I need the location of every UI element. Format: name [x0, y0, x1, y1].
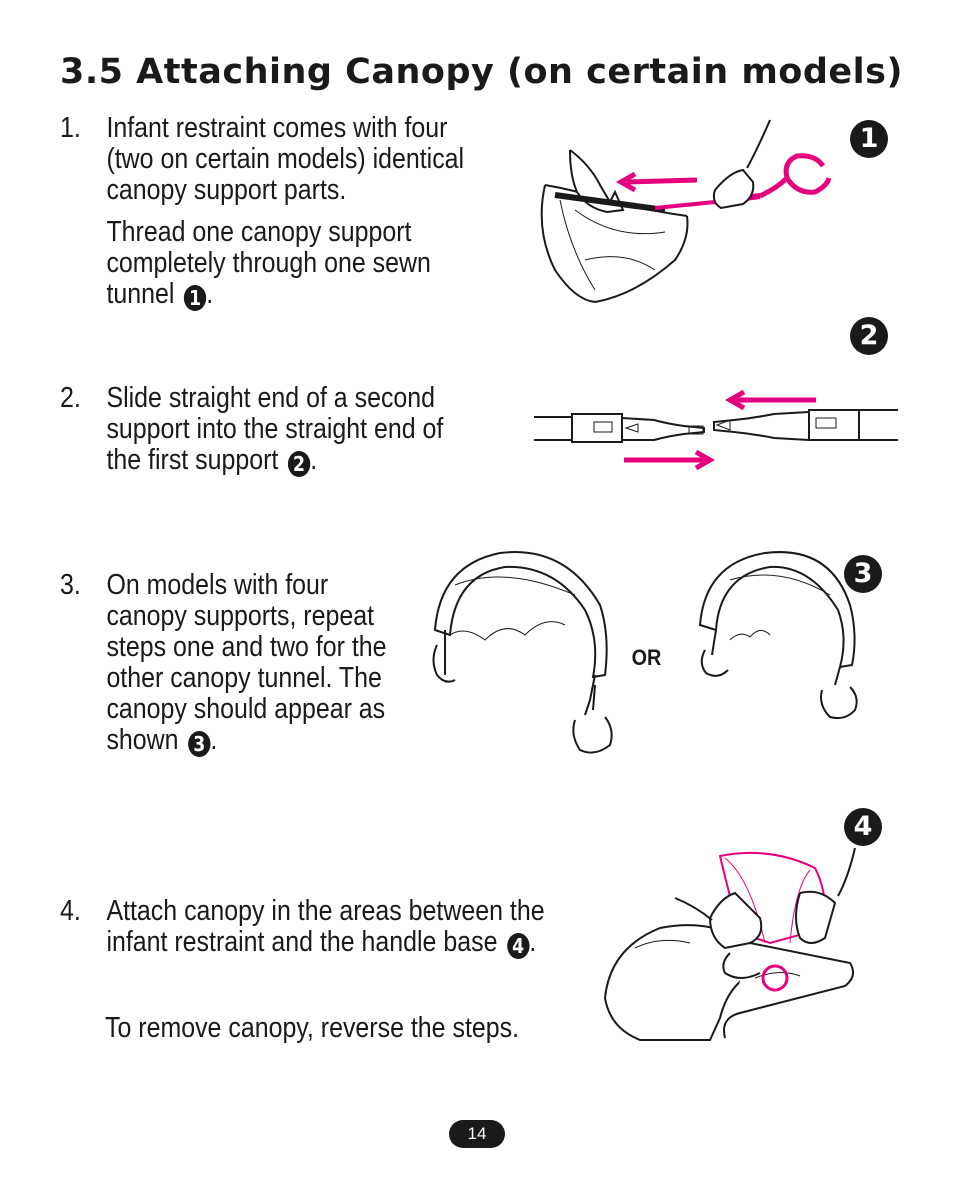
figure-ref: 2: [287, 451, 311, 477]
step-text: Slide straight end of a second support i…: [106, 382, 444, 477]
figure-3-illustration-b: [698, 551, 858, 720]
figure-badge-4: 4: [844, 808, 882, 846]
figure-1-illustration: [540, 119, 832, 304]
step-paragraph: Infant restraint comes with four (two on…: [106, 112, 465, 206]
figure-4-illustration: [603, 847, 856, 1041]
or-label: OR: [631, 645, 662, 670]
page-number: 14: [449, 1120, 505, 1148]
figure-badge-2: 2: [850, 317, 888, 355]
step-number: 1.: [60, 112, 81, 144]
figure-2-illustration: [534, 389, 898, 471]
figure-ref: 1: [183, 285, 207, 311]
figure-badge-1: 1: [850, 120, 888, 158]
remove-instruction: To remove canopy, reverse the steps.: [105, 1012, 520, 1044]
figure-ref: 3: [188, 731, 211, 757]
step-text: Infant restraint comes with four (two on…: [106, 113, 464, 311]
section-title: 3.5 Attaching Canopy (on certain models): [60, 52, 903, 92]
step-number: 3.: [60, 569, 81, 601]
figure-ref: 4: [506, 933, 530, 959]
step-text: On models with four canopy supports, rep…: [106, 569, 387, 757]
figure-3-illustration-a: [432, 551, 613, 754]
step-number: 2.: [60, 382, 81, 414]
step-text: Attach canopy in the areas between the i…: [106, 895, 545, 959]
step-number: 4.: [60, 895, 81, 927]
figure-badge-3: 3: [844, 555, 882, 593]
step-paragraph: Thread one canopy support completely thr…: [106, 216, 431, 311]
